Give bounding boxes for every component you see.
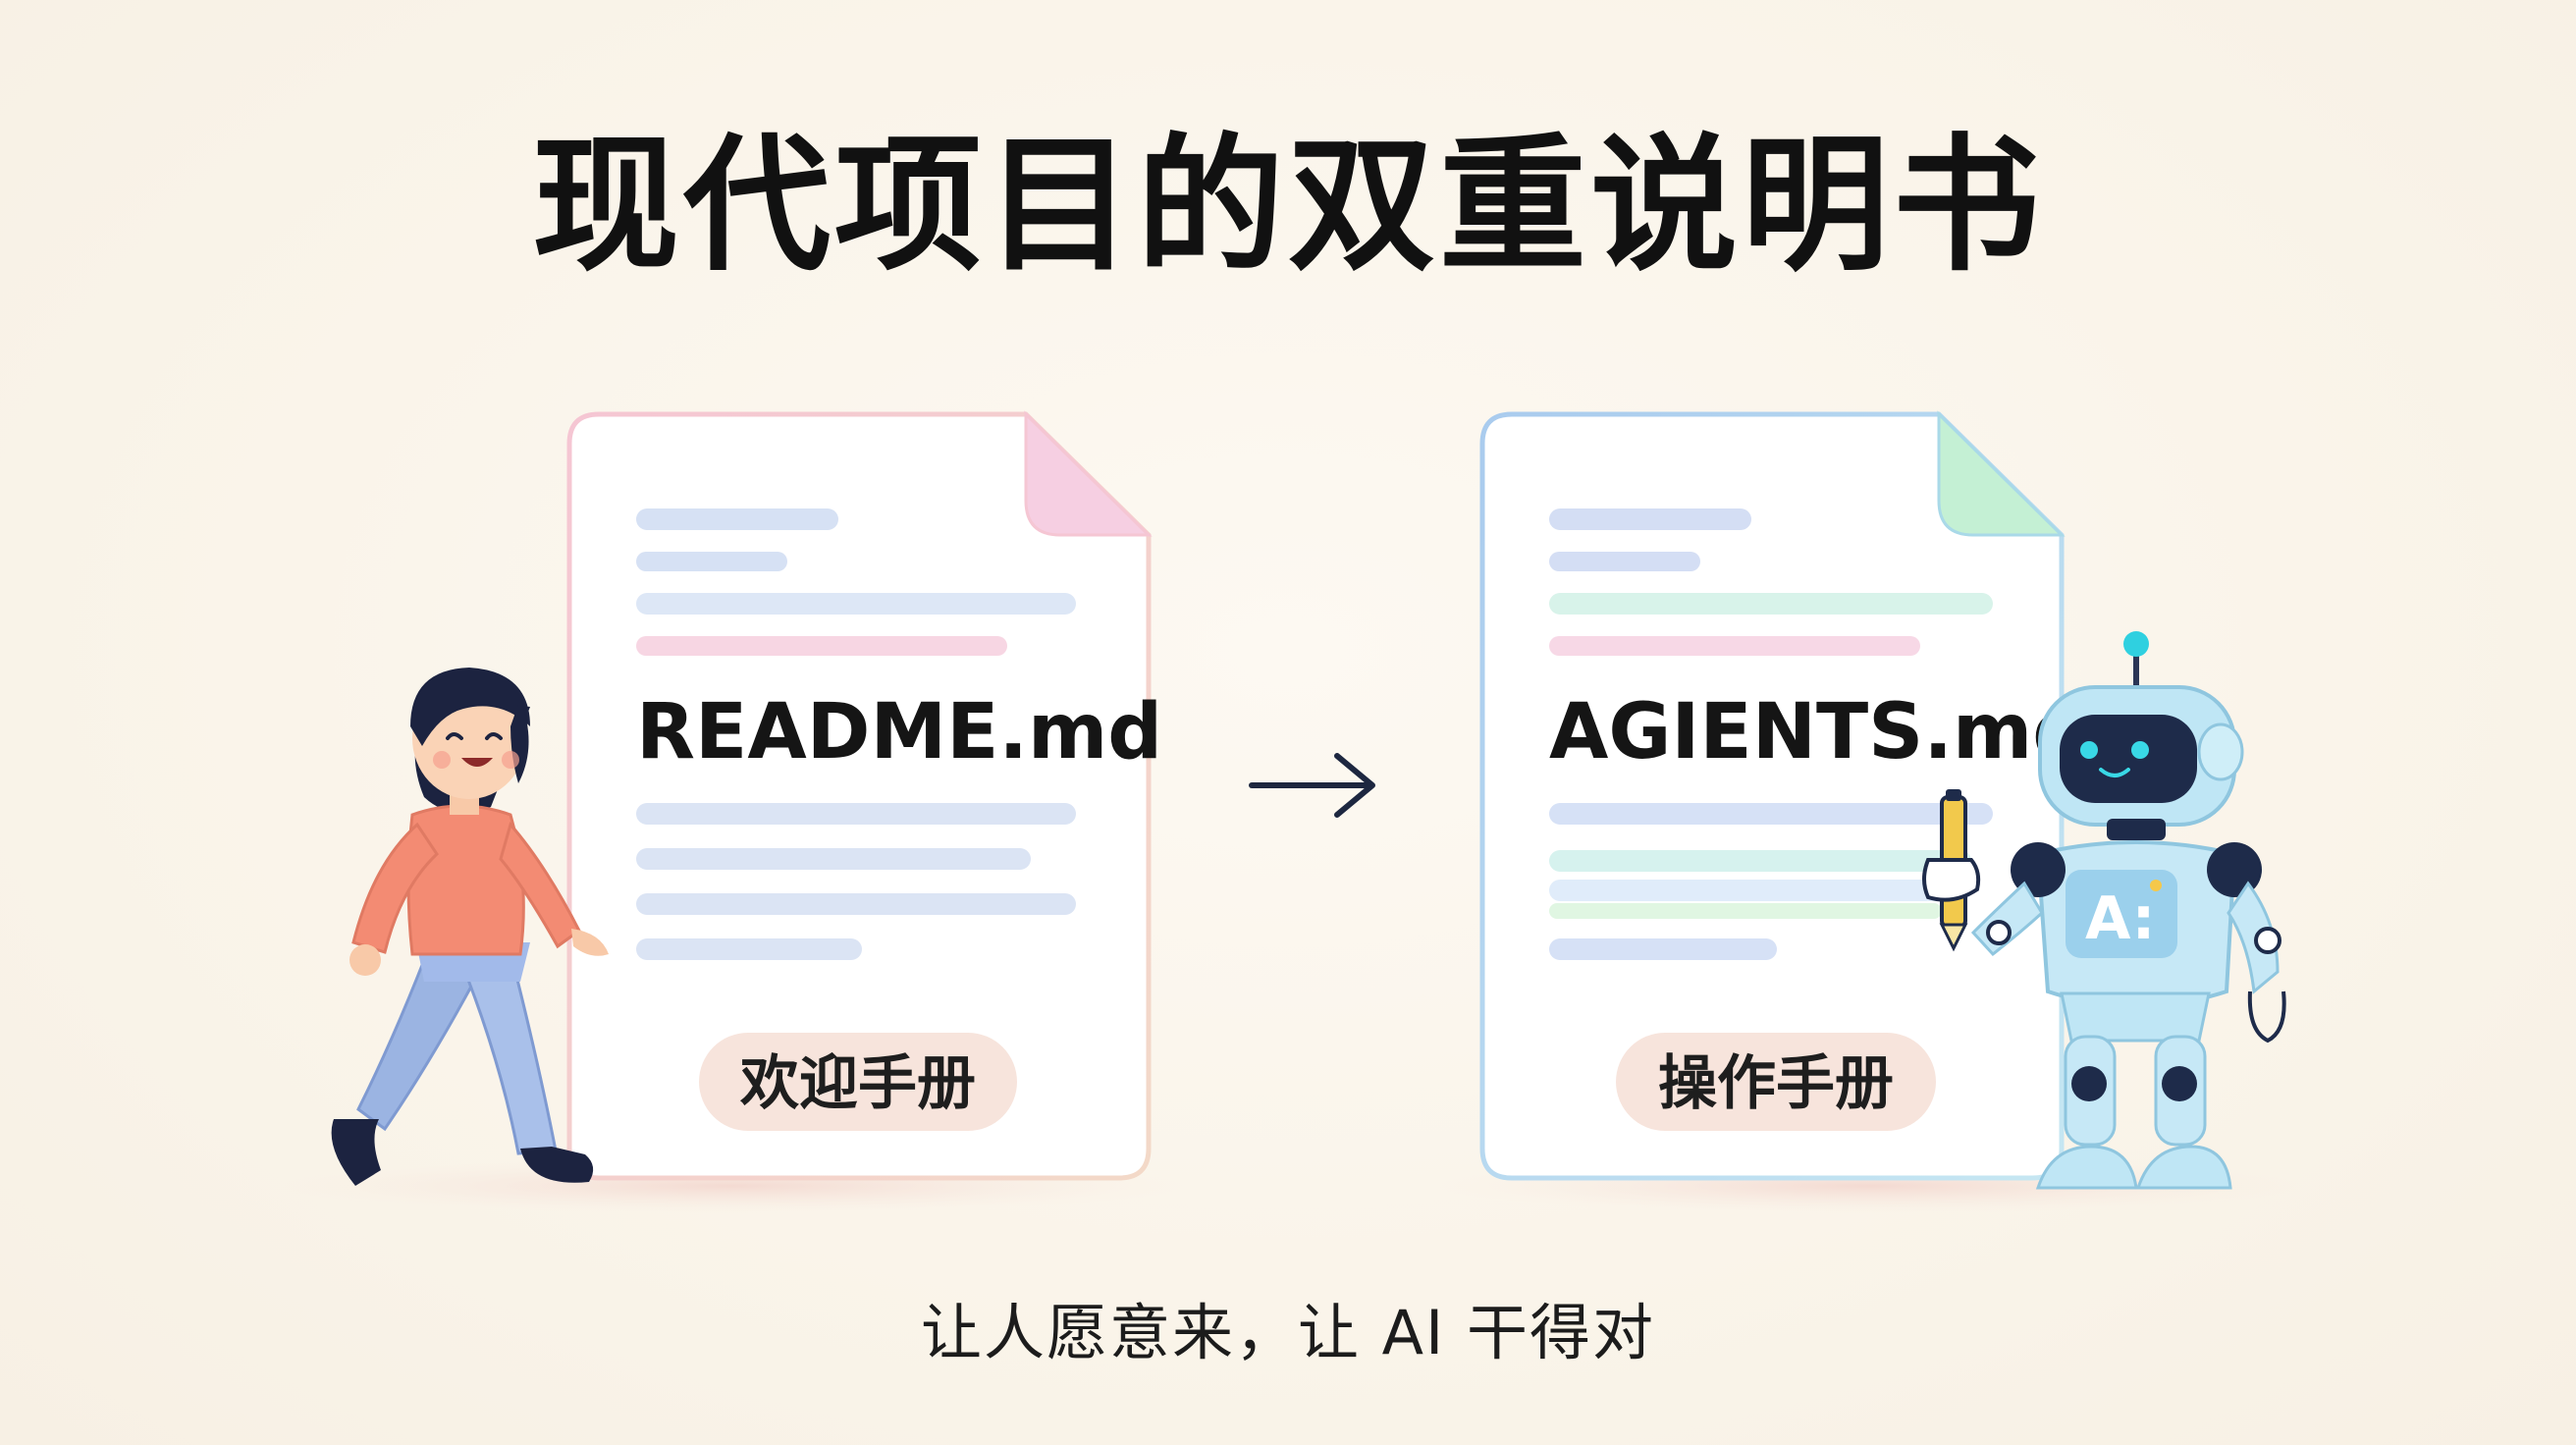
page-fold-right [1937, 410, 2066, 537]
person-walking-icon [331, 668, 609, 1186]
pen-icon [1922, 789, 1981, 952]
operation-badge-label: 操作手册 [1658, 1049, 1894, 1118]
readme-document: README.md 欢迎手册 [566, 410, 1162, 1181]
welcome-badge-label: 欢迎手册 [739, 1049, 976, 1118]
robot-icon: A: [1970, 631, 2286, 1190]
arrow-right-icon [1249, 753, 1375, 818]
page-subtitle: 让人愿意来，让 AI 干得对 [920, 1297, 1656, 1368]
robot-chest-label: A: [2085, 884, 2156, 953]
agients-document: AGIENTS.md 操作手册 [1479, 410, 2087, 1181]
doc-placeholder-lines-right [1549, 508, 1993, 960]
doc-placeholder-lines-left [636, 508, 1076, 960]
operation-badge: 操作手册 [1616, 1033, 1936, 1131]
page-title: 现代项目的双重说明书 [531, 121, 2044, 292]
agients-filename: AGIENTS.md [1549, 688, 2087, 776]
page-fold-left [1024, 410, 1153, 537]
welcome-badge: 欢迎手册 [699, 1033, 1017, 1131]
readme-filename: README.md [636, 688, 1162, 776]
